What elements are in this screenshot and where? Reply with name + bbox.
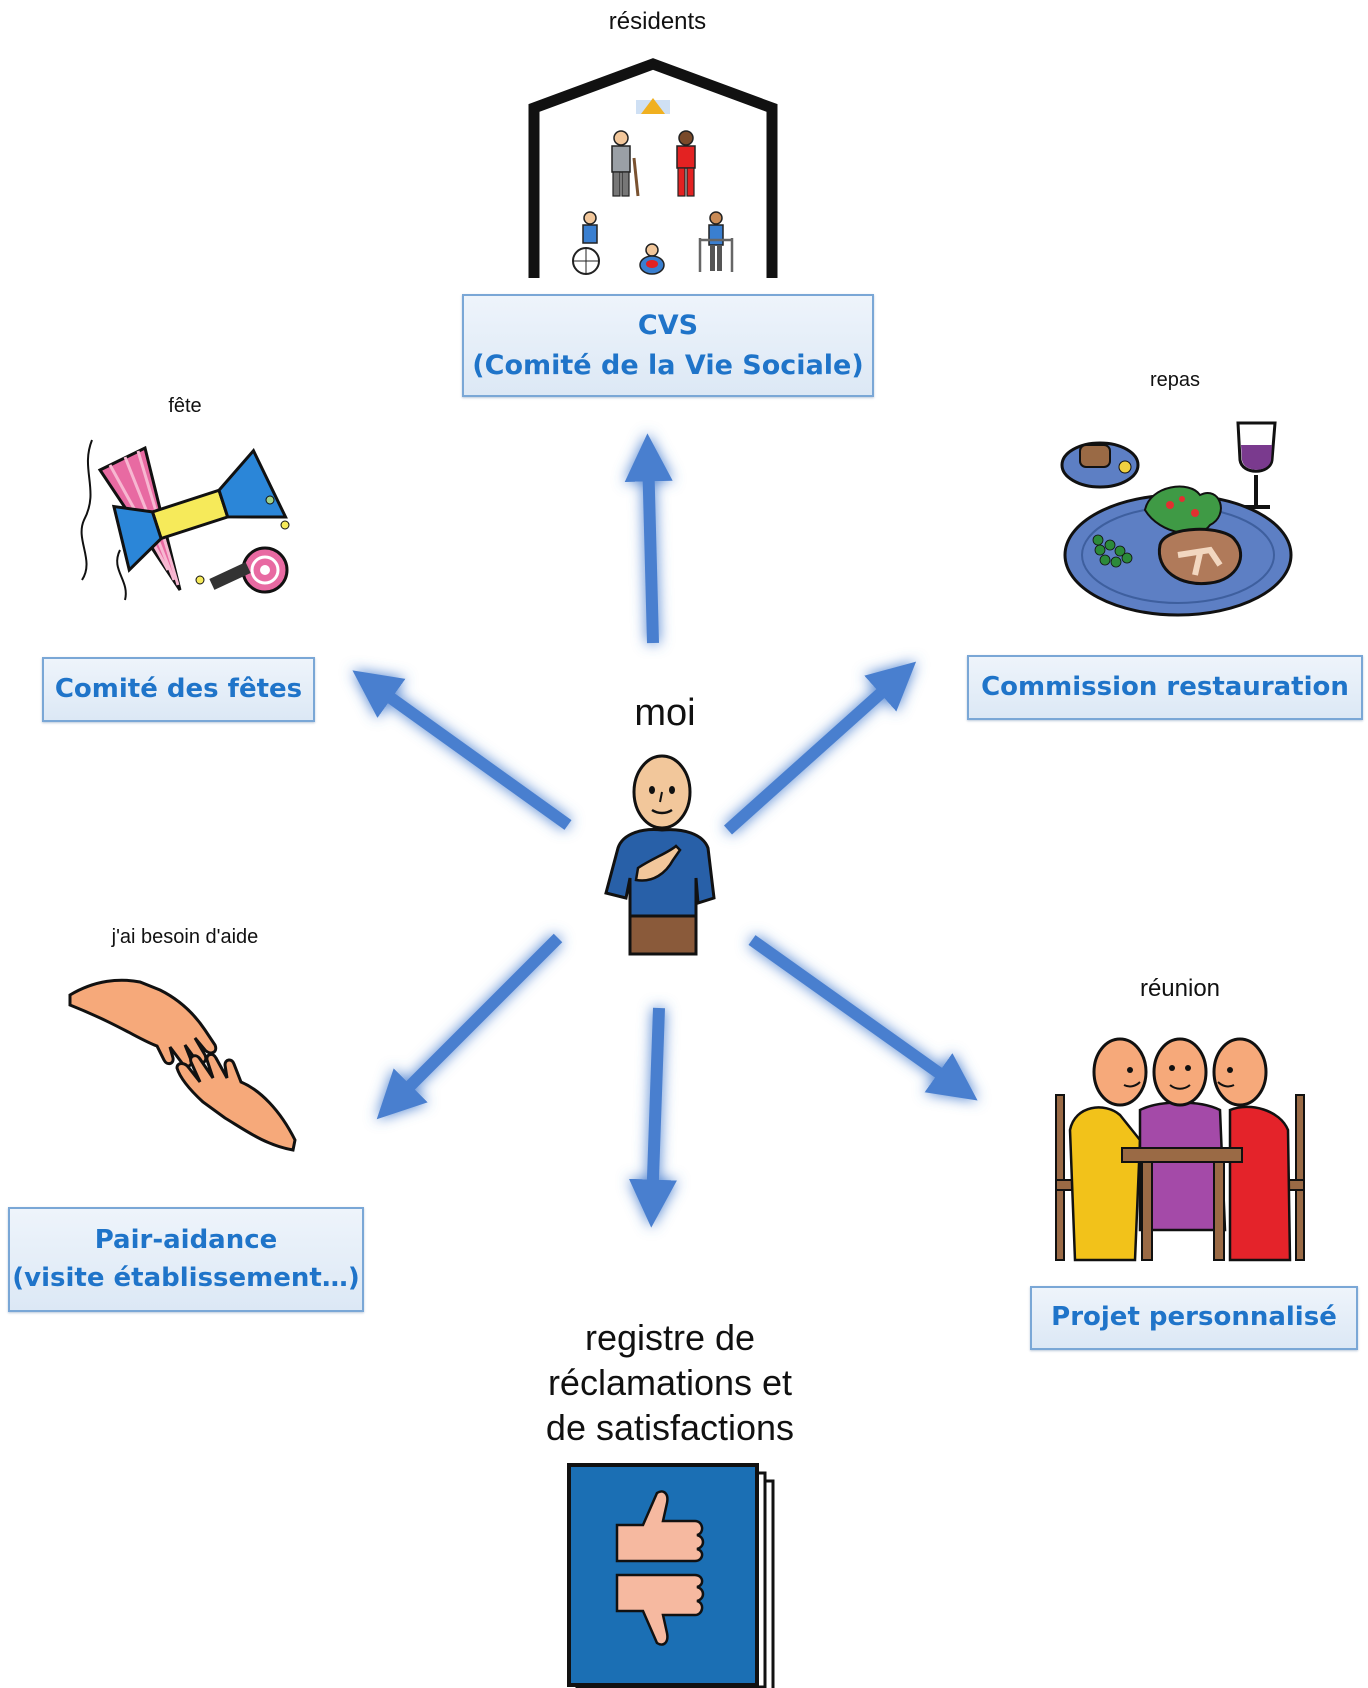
- box-commission-restauration-label: Commission restauration: [981, 671, 1349, 702]
- box-cvs: CVS (Comité de la Vie Sociale): [462, 294, 874, 397]
- arrow-to-registre: [628, 1007, 677, 1228]
- box-pair-aidance: Pair-aidance (visite établissement…): [8, 1207, 364, 1312]
- arrow-to-fetes: [352, 670, 572, 830]
- helping-hands-icon: [68, 978, 297, 1152]
- caption-residents: résidents: [608, 8, 707, 35]
- caption-fete: fête: [168, 395, 202, 417]
- arrow-to-projet: [748, 935, 978, 1101]
- meal-plate-icon: [1060, 421, 1293, 617]
- box-comite-des-fetes-label: Comité des fêtes: [54, 673, 303, 704]
- box-pair-aidance-line1: Pair-aidance: [94, 1224, 278, 1255]
- box-cvs-line2: (Comité de la Vie Sociale): [472, 349, 864, 381]
- house-residents-icon: [528, 58, 778, 278]
- box-comite-des-fetes: Comité des fêtes: [42, 657, 315, 722]
- caption-registre-line2: réclamations et: [547, 1362, 793, 1403]
- box-commission-restauration: Commission restauration: [967, 655, 1363, 720]
- meeting-people-icon: [1055, 1037, 1305, 1262]
- arrow-to-pair-aidance: [376, 933, 563, 1120]
- caption-registre-line1: registre de: [584, 1317, 756, 1358]
- caption-registre: registre de réclamations et de satisfact…: [500, 1315, 840, 1450]
- box-cvs-line1: CVS: [637, 310, 699, 342]
- box-pair-aidance-line2: (visite établissement…): [12, 1262, 360, 1293]
- caption-moi: moi: [634, 692, 696, 734]
- arrow-to-restauration: [723, 661, 917, 835]
- thumbs-book-icon: [567, 1463, 775, 1688]
- caption-registre-line3: de satisfactions: [545, 1407, 795, 1448]
- caption-besoin-aide: j'ai besoin d'aide: [111, 926, 259, 948]
- caption-reunion: réunion: [1139, 975, 1221, 1002]
- box-projet-personnalise-label: Projet personnalisé: [1051, 1302, 1337, 1333]
- box-projet-personnalise: Projet personnalisé: [1030, 1286, 1358, 1350]
- caption-repas: repas: [1149, 369, 1201, 391]
- person-self-icon: [604, 754, 716, 956]
- arrow-to-cvs: [624, 433, 673, 644]
- party-favors-icon: [80, 439, 290, 601]
